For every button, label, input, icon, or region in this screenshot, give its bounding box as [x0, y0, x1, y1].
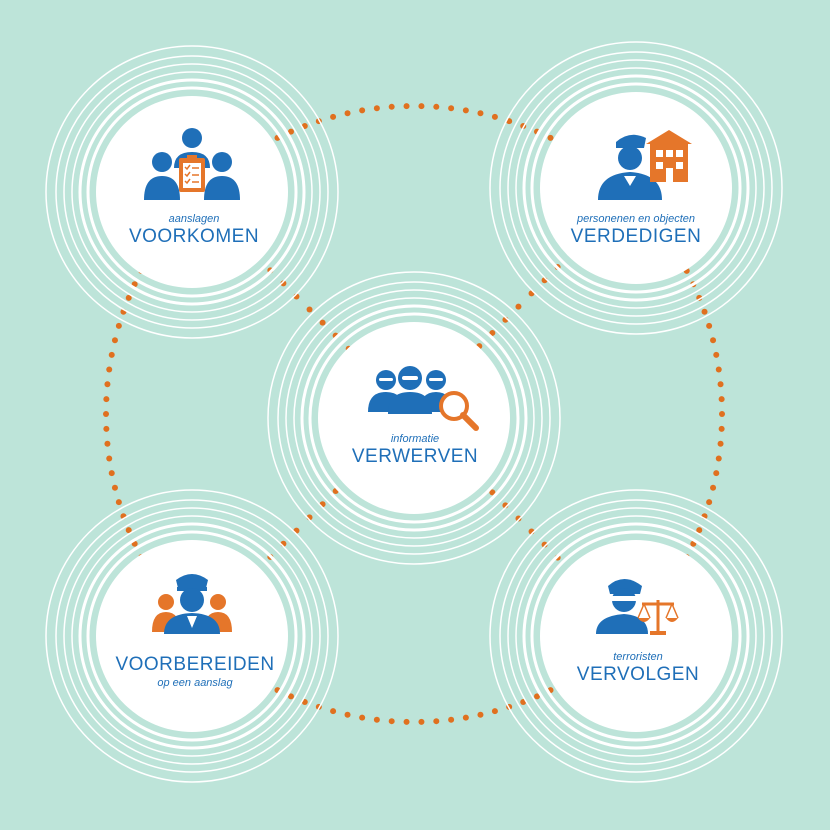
ring-voorkomen — [45, 45, 339, 339]
ring-vervolgen — [522, 522, 750, 750]
concentric-rings — [45, 41, 783, 783]
ring-verwerven — [267, 271, 561, 565]
ring-verdedigen — [522, 74, 750, 302]
disc-vervolgen — [540, 540, 732, 732]
node-vervolgen-title: VERVOLGEN — [576, 664, 700, 685]
ring-verdedigen — [530, 82, 742, 294]
ring-voorkomen — [55, 55, 329, 329]
ring-voorkomen — [71, 71, 313, 313]
ring-verdedigen — [507, 59, 765, 317]
ring-voorbereiden — [45, 489, 339, 783]
ring-verdedigen — [489, 41, 783, 335]
node-verwerven: informatie VERWERVEN — [315, 432, 515, 468]
ring-vervolgen — [489, 489, 783, 783]
ring-voorbereiden — [86, 530, 298, 742]
ring-voorbereiden — [55, 499, 329, 773]
node-voorkomen: aanslagen VOORKOMEN — [94, 212, 294, 248]
masked-figures-magnifier-icon — [368, 366, 479, 431]
node-verdedigen-title: VERDEDIGEN — [570, 226, 702, 247]
node-voorbereiden-subtitle: op een aanslag — [157, 677, 233, 689]
ring-voorkomen — [63, 63, 321, 321]
group-with-clipboard-icon — [144, 128, 240, 200]
ring-verwerven — [308, 312, 520, 524]
node-discs — [96, 92, 732, 732]
node-verdedigen: personenen en objecten VERDEDIGEN — [536, 212, 736, 248]
node-voorkomen-subtitle: aanslagen — [168, 213, 220, 225]
ring-verwerven — [300, 304, 528, 532]
officer-with-people-icon — [152, 574, 232, 634]
ring-vervolgen — [515, 515, 757, 757]
ring-voorbereiden — [63, 507, 321, 765]
node-verwerven-title: VERWERVEN — [351, 446, 479, 467]
ring-verwerven — [277, 281, 551, 555]
node-voorbereiden: VOORBEREIDEN op een aanslag — [95, 654, 295, 690]
ring-voorbereiden — [78, 522, 306, 750]
node-vervolgen: terroristen VERVOLGEN — [538, 650, 738, 686]
ring-vervolgen — [530, 530, 742, 742]
guard-with-building-icon — [598, 130, 692, 200]
node-voorkomen-title: VOORKOMEN — [128, 226, 260, 247]
ring-verwerven — [293, 297, 535, 539]
node-verdedigen-subtitle: personenen en objecten — [576, 213, 696, 225]
ring-voorkomen — [86, 86, 298, 298]
node-vervolgen-subtitle: terroristen — [613, 651, 663, 663]
ring-vervolgen — [507, 507, 765, 765]
ring-voorkomen — [78, 78, 306, 306]
blindfolded-justice-scales-icon — [596, 579, 679, 635]
ring-verdedigen — [499, 51, 773, 325]
node-verwerven-subtitle: informatie — [390, 433, 440, 445]
ring-verwerven — [285, 289, 543, 547]
ring-verdedigen — [515, 67, 757, 309]
ring-voorbereiden — [71, 515, 313, 757]
disc-voorbereiden — [96, 540, 288, 732]
node-voorbereiden-title: VOORBEREIDEN — [115, 654, 275, 675]
ring-vervolgen — [499, 499, 773, 773]
disc-verwerven — [318, 322, 510, 514]
